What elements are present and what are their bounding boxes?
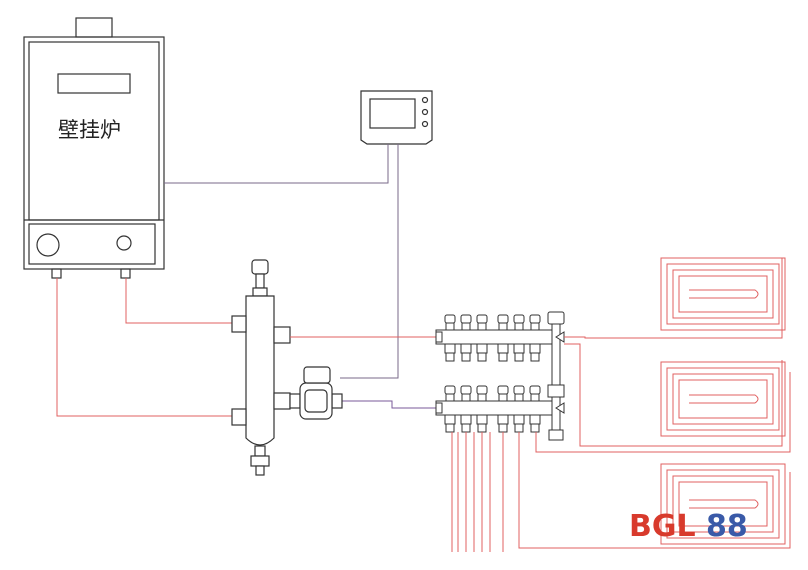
manifold-assembly xyxy=(435,311,565,441)
boiler-pipes xyxy=(56,278,232,417)
floor-heating-loops xyxy=(451,257,791,552)
supply-manifold-valve xyxy=(513,314,525,362)
return-pipe xyxy=(340,400,436,409)
logo-text: BGL xyxy=(629,509,696,544)
room-thermostat xyxy=(360,90,433,145)
air-vent xyxy=(251,259,269,275)
return-manifold-valve xyxy=(460,385,472,433)
loop-pipe xyxy=(518,432,791,549)
floor-loop-2 xyxy=(660,361,786,437)
loop-feed xyxy=(535,372,791,453)
return-manifold-valve xyxy=(513,385,525,433)
boiler-outlet-right xyxy=(120,268,131,279)
circulation-pump xyxy=(289,366,343,420)
boiler-label: 壁挂炉 xyxy=(58,118,121,142)
return-manifold-valve xyxy=(529,385,541,433)
return-manifold-inlet xyxy=(435,402,443,414)
boiler-outlet-left xyxy=(51,268,62,279)
control-wiring xyxy=(164,144,399,379)
return-manifold-valve xyxy=(497,385,509,433)
floor-loop-3 xyxy=(660,463,786,545)
boiler-display xyxy=(57,73,131,94)
return-manifold-valve xyxy=(444,385,456,433)
loop-feed xyxy=(564,343,783,447)
supply-manifold xyxy=(435,314,557,362)
supply-manifold-valve xyxy=(476,314,488,362)
boiler-flue xyxy=(75,17,113,38)
loop-feed xyxy=(564,258,783,339)
supply-manifold-valve xyxy=(497,314,509,362)
manifold-end-cap xyxy=(547,311,565,441)
boiler-knob-large xyxy=(36,233,60,257)
wall-hung-boiler xyxy=(23,17,165,279)
logo-badge: 88 xyxy=(706,509,748,544)
return-manifold xyxy=(435,385,557,433)
boiler-body xyxy=(23,36,165,270)
hydraulic-separator xyxy=(231,259,291,476)
return-manifold-bar xyxy=(435,400,557,416)
floor-loop-1 xyxy=(660,257,786,331)
supply-manifold-valve xyxy=(529,314,541,362)
boiler-control-strip xyxy=(28,223,156,265)
supply-manifold-valve xyxy=(460,314,472,362)
bgl-logo: BGL 88 xyxy=(629,509,748,544)
supply-manifold-inlet xyxy=(435,331,443,343)
thermostat-screen xyxy=(369,98,416,129)
boiler-knob-small xyxy=(116,235,132,251)
return-manifold-valve xyxy=(476,385,488,433)
supply-manifold-bar xyxy=(435,329,557,345)
supply-manifold-valve xyxy=(444,314,456,362)
